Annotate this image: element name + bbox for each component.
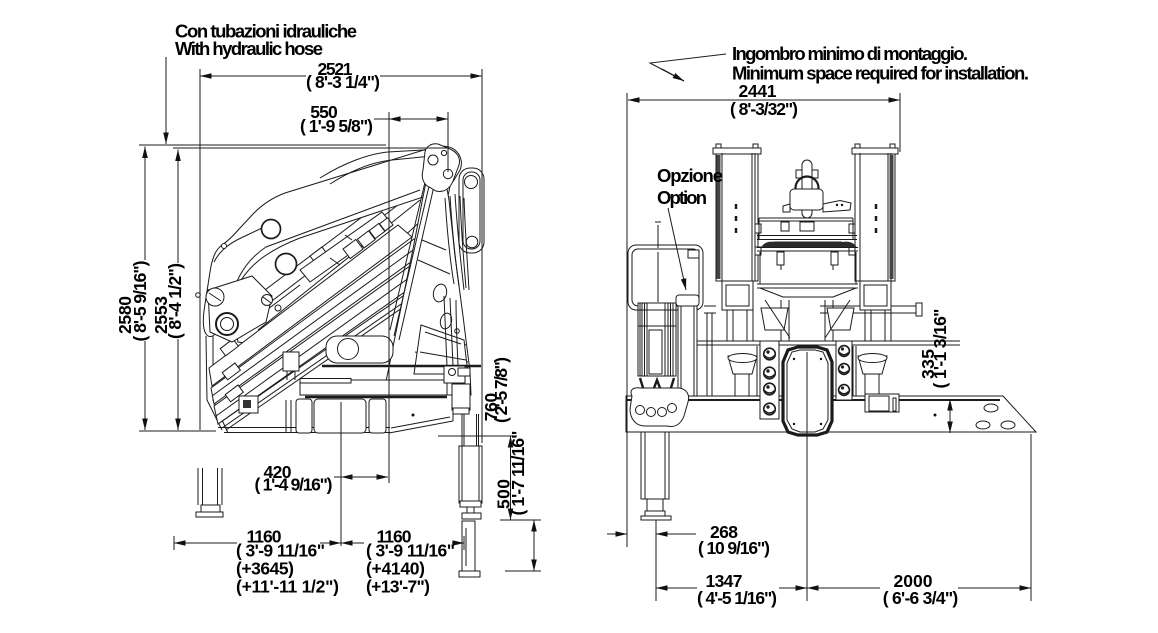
svg-text:Con tubazioni idrauliche: Con tubazioni idrauliche — [175, 21, 357, 42]
svg-text:268: 268 — [710, 522, 738, 542]
svg-text:( 4'-5 1/16"): ( 4'-5 1/16") — [697, 588, 777, 608]
svg-text:Option: Option — [657, 187, 707, 208]
svg-text:2000: 2000 — [894, 571, 933, 591]
svg-text:760: 760 — [481, 392, 501, 421]
svg-text:1160: 1160 — [377, 527, 412, 547]
svg-text:( 10 9/16"): ( 10 9/16") — [698, 538, 770, 558]
svg-text:1347: 1347 — [706, 571, 743, 591]
svg-text:( 3'-9 11/16": ( 3'-9 11/16" — [236, 541, 325, 561]
svg-text:Opzione: Opzione — [657, 165, 723, 186]
svg-text:( 1'-9 5/8"): ( 1'-9 5/8") — [300, 116, 373, 136]
svg-text:2441: 2441 — [739, 81, 777, 101]
svg-text:( 1'-4 9/16"): ( 1'-4 9/16") — [255, 475, 333, 495]
svg-text:( 8'-5 9/16"): ( 8'-5 9/16") — [130, 261, 150, 342]
svg-text:(+11'-11 1/2"): (+11'-11 1/2") — [236, 577, 339, 597]
svg-text:(+3645): (+3645) — [236, 559, 294, 579]
svg-text:(+4140): (+4140) — [366, 559, 425, 579]
svg-text:2521: 2521 — [318, 59, 353, 79]
svg-text:2553: 2553 — [151, 296, 171, 334]
svg-text:335: 335 — [918, 349, 938, 379]
svg-text:420: 420 — [264, 462, 292, 482]
svg-text:550: 550 — [310, 102, 338, 122]
svg-text:( 1'-1 3/16": ( 1'-1 3/16" — [930, 309, 950, 389]
svg-text:( 6'-6 3/4"): ( 6'-6 3/4") — [883, 588, 959, 608]
svg-text:1160: 1160 — [247, 527, 282, 547]
svg-text:( 3'-9 11/16": ( 3'-9 11/16" — [366, 541, 455, 561]
svg-text:Ingombro minimo di montaggio.: Ingombro minimo di montaggio. — [732, 43, 968, 64]
svg-text:2580: 2580 — [115, 296, 135, 334]
svg-text:( 8'-3 1/4"): ( 8'-3 1/4") — [306, 72, 380, 92]
svg-text:(+13'-7"): (+13'-7") — [366, 577, 430, 597]
svg-text:( 8'-4 1/2"): ( 8'-4 1/2") — [165, 263, 185, 339]
svg-text:( 1'-7 11/16": ( 1'-7 11/16" — [508, 431, 528, 516]
svg-text:With hydraulic hose: With hydraulic hose — [175, 38, 323, 59]
svg-text:500: 500 — [494, 479, 514, 509]
svg-text:( 8'-3/32"): ( 8'-3/32") — [730, 99, 798, 119]
svg-text:( 2'-5 7/8"): ( 2'-5 7/8") — [491, 357, 511, 423]
svg-text:Minimum space required for ins: Minimum space required for installation. — [732, 63, 1029, 84]
